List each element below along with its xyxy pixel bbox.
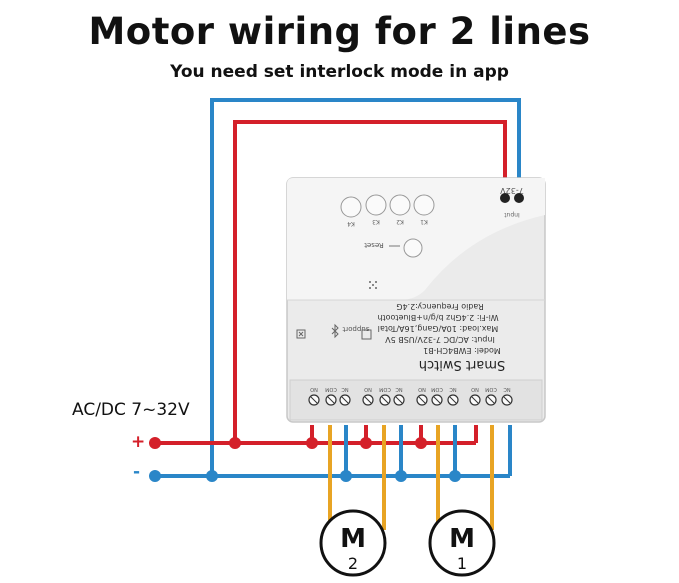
motor-1-symbol xyxy=(428,509,496,577)
svg-text:COM: COM xyxy=(485,386,497,392)
terminal-label-10: NO xyxy=(471,386,479,392)
svg-text:K3: K3 xyxy=(372,218,380,225)
positive-junction-dot-4 xyxy=(415,437,427,449)
smart-switch-module: K4 K3 K2 K1 7-32V Input Reset Radio Freq… xyxy=(286,177,546,423)
negative-junction-dot-1 xyxy=(206,470,218,482)
motor-2-letter: M xyxy=(340,524,366,554)
negative-junction-dot-4 xyxy=(449,470,461,482)
red-outer-wire xyxy=(233,120,507,443)
motor-1-number: 1 xyxy=(457,554,467,573)
negative-junction-dot-3 xyxy=(395,470,407,482)
svg-text:NO: NO xyxy=(418,386,426,392)
terminal-label-4: NO xyxy=(364,386,372,392)
ce-mark-icon xyxy=(296,329,306,339)
support-label: support xyxy=(342,325,369,333)
svg-text:K2: K2 xyxy=(396,218,404,225)
button-k1-label: K1 xyxy=(420,218,428,225)
diagram-title: Motor wiring for 2 lines xyxy=(88,10,591,53)
svg-text:Max.load: 10A/Gang,16A/Total: Max.load: 10A/Gang,16A/Total xyxy=(378,324,499,333)
input-terminal-positive xyxy=(500,193,510,203)
terminal-label-12: NC xyxy=(503,386,511,392)
svg-text:NC: NC xyxy=(395,386,403,392)
button-k4-label: K4 xyxy=(347,220,355,227)
positive-junction-dot-3 xyxy=(360,437,372,449)
svg-text:Input: Input xyxy=(504,211,520,218)
terminal-label-7: NO xyxy=(418,386,426,392)
button-k3-icon xyxy=(365,194,387,216)
button-k2-label: K2 xyxy=(396,218,404,225)
svg-text:7-32V: 7-32V xyxy=(500,186,524,195)
terminal-label-1: NO xyxy=(310,386,318,392)
svg-text:support: support xyxy=(342,325,369,333)
button-k3-label: K3 xyxy=(372,218,380,225)
negative-junction-dot-2 xyxy=(340,470,352,482)
bluetooth-icon xyxy=(331,323,339,339)
motor-2-number: 2 xyxy=(348,554,358,573)
terminal-label-8: COM xyxy=(431,386,443,392)
motor-1-letter: M xyxy=(449,524,475,554)
input-terminal-negative xyxy=(514,193,524,203)
terminal-labels: NO COM NC NO COM NC NO COM NC NO COM NC xyxy=(310,386,511,392)
spec-line-5: Radio Frequency:2.4G xyxy=(396,302,483,311)
terminal-label-9: NC xyxy=(449,386,457,392)
reset-label: Reset xyxy=(364,241,384,249)
positive-terminal-label: + xyxy=(131,432,146,452)
app-logo-icon xyxy=(361,329,372,340)
terminal-label-11: COM xyxy=(485,386,497,392)
positive-input-dot xyxy=(149,437,161,449)
blue-outer-wire xyxy=(210,98,521,476)
negative-input-dot xyxy=(149,470,161,482)
button-k1-icon xyxy=(413,194,435,216)
spec-line-1: Model: EWB4CH-B1 xyxy=(423,346,501,355)
supply-voltage-label: AC/DC 7~32V xyxy=(72,400,190,420)
svg-text:Smart Switch: Smart Switch xyxy=(419,357,505,372)
svg-text:COM: COM xyxy=(379,386,391,392)
motor-2: M 2 xyxy=(319,509,387,577)
svg-text:K4: K4 xyxy=(347,220,355,227)
svg-text:K1: K1 xyxy=(420,218,428,225)
svg-text:Reset: Reset xyxy=(364,241,384,249)
reset-button-icon xyxy=(403,238,423,258)
svg-text:NO: NO xyxy=(364,386,372,392)
terminal-label-2: COM xyxy=(325,386,337,392)
brand-label: Smart Switch xyxy=(419,357,505,372)
negative-terminal-label: - xyxy=(133,462,141,482)
diagram-subtitle: You need set interlock mode in app xyxy=(170,62,509,82)
svg-text:NC: NC xyxy=(449,386,457,392)
terminal-label-5: COM xyxy=(379,386,391,392)
svg-text:COM: COM xyxy=(325,386,337,392)
terminal-label-3: NC xyxy=(341,386,349,392)
positive-junction-dot-1 xyxy=(229,437,241,449)
spec-line-2: Input: AC/DC 7-32V/USB 5V xyxy=(385,335,495,344)
motor-2-symbol xyxy=(319,509,387,577)
svg-text:COM: COM xyxy=(431,386,443,392)
svg-text:NC: NC xyxy=(503,386,511,392)
svg-text:Input: AC/DC 7-32V/USB 5V: Input: AC/DC 7-32V/USB 5V xyxy=(385,335,495,344)
input-label: Input xyxy=(504,211,520,218)
speaker-icon xyxy=(369,281,377,289)
terminal-label-6: NC xyxy=(395,386,403,392)
svg-text:Radio Frequency:2.4G: Radio Frequency:2.4G xyxy=(396,302,483,311)
button-k2-icon xyxy=(389,194,411,216)
spec-line-4: Wi-Fi: 2.4Ghz b/g/n+Bluetooth xyxy=(377,313,498,322)
svg-text:NO: NO xyxy=(310,386,318,392)
positive-junction-dot-2 xyxy=(306,437,318,449)
motor-1: M 1 xyxy=(428,509,496,577)
svg-text:NC: NC xyxy=(341,386,349,392)
svg-text:NO: NO xyxy=(471,386,479,392)
svg-text:Wi-Fi: 2.4Ghz b/g/n+Bluetooth: Wi-Fi: 2.4Ghz b/g/n+Bluetooth xyxy=(377,313,498,322)
spec-line-3: Max.load: 10A/Gang,16A/Total xyxy=(378,324,499,333)
button-k4-icon xyxy=(340,196,362,218)
input-voltage-label: 7-32V xyxy=(500,186,524,195)
svg-text:Model: EWB4CH-B1: Model: EWB4CH-B1 xyxy=(423,346,501,355)
